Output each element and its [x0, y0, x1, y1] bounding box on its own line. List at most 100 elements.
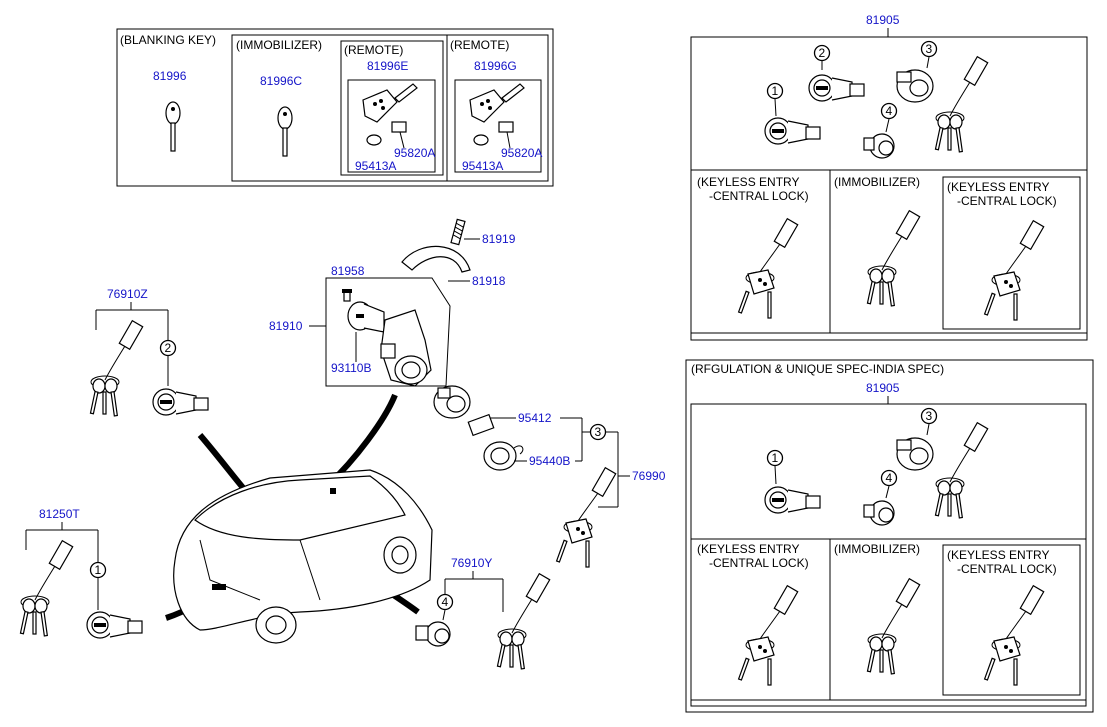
- keyless-2-line2: -CENTRAL LOCK): [957, 194, 1057, 208]
- leader: [885, 118, 890, 133]
- key-bundle-icon: [496, 573, 551, 670]
- panel-border: [685, 359, 1094, 713]
- part-81919[interactable]: 81919: [482, 232, 516, 246]
- key-bundle-icon: [934, 422, 989, 519]
- battery-icon: [366, 134, 382, 146]
- sub-panel: [690, 169, 1088, 334]
- cylinder-4-icon: [863, 500, 895, 526]
- remote-1-box: [340, 40, 444, 176]
- part-81905-bottom[interactable]: 81905: [866, 381, 900, 395]
- immobilizer-key-bundle-icon: [866, 210, 921, 307]
- svg-text:4: 4: [886, 471, 893, 485]
- part-81958[interactable]: 81958: [331, 264, 365, 278]
- right-bottom-panel: (RFGULATION & UNIQUE SPEC-INDIA SPEC) 81…: [685, 359, 1094, 713]
- immobilizer-header: (IMMOBILIZER): [236, 38, 322, 52]
- svg-text:3: 3: [926, 42, 933, 56]
- assembly-box: [325, 277, 451, 387]
- keyless-1-key-icon: [737, 218, 799, 319]
- screw-icon: [450, 218, 466, 246]
- keyless-2-key-icon: [983, 585, 1045, 686]
- part-95413A-1[interactable]: 95413A: [355, 159, 396, 173]
- callout-3: 3: [920, 407, 938, 425]
- keyless-2-key-icon: [983, 220, 1045, 321]
- small-screw-icon: [342, 289, 352, 302]
- ignition-housing-icon: [380, 309, 432, 387]
- svg-text:4: 4: [442, 595, 449, 609]
- part-76990[interactable]: 76990: [632, 469, 666, 483]
- keyless-1-line2: -CENTRAL LOCK): [709, 189, 809, 203]
- cylinder-2-icon: [808, 74, 865, 102]
- part-81996G[interactable]: 81996G: [474, 59, 517, 73]
- leader: [926, 423, 930, 436]
- svg-text:3: 3: [595, 425, 602, 439]
- part-76910Y[interactable]: 76910Y: [451, 556, 492, 570]
- part-95412[interactable]: 95412: [518, 411, 552, 425]
- part-95413A-2[interactable]: 95413A: [462, 159, 503, 173]
- car-illustration: [173, 469, 433, 644]
- part-95820A-1[interactable]: 95820A: [394, 146, 435, 160]
- callout-2: 2: [813, 44, 831, 62]
- remote-2-header: (REMOTE): [450, 38, 509, 52]
- keyless-1-line2: -CENTRAL LOCK): [709, 556, 809, 570]
- callout-1: 1: [89, 561, 107, 579]
- part-81996E[interactable]: 81996E: [367, 59, 408, 73]
- connector-icon: [467, 413, 495, 437]
- remote-1-inner-box: [347, 79, 436, 173]
- right-top-panel: 81905 1 2 3 4 (KEYLESS ENTRY -CENTRAL LO…: [690, 13, 1088, 341]
- keyless-2-box: [942, 176, 1081, 330]
- leader: [885, 485, 890, 499]
- svg-text:1: 1: [95, 563, 102, 577]
- keyless-1-key-icon: [737, 585, 799, 686]
- immobilizer-key-icon: [277, 106, 293, 157]
- cover-icon: [498, 121, 514, 133]
- sub-panel: [690, 538, 1087, 701]
- top-left-panel: (BLANKING KEY) 81996 (IMMOBILIZER) 81996…: [116, 28, 554, 187]
- remote-1-fob-icon: [362, 83, 418, 123]
- part-95440B[interactable]: 95440B: [529, 454, 570, 468]
- part-93110B[interactable]: 93110B: [331, 361, 371, 375]
- callout-4: 4: [880, 469, 898, 487]
- cylinder-4-icon: [415, 621, 451, 647]
- main-assembly: 81919 81918 81958 81910 93110B: [19, 218, 666, 670]
- switch-icon: [433, 385, 471, 419]
- cylinder-2-icon: [152, 388, 209, 416]
- part-81250T[interactable]: 81250T: [39, 507, 80, 521]
- leader: [774, 98, 777, 117]
- svg-text:2: 2: [165, 341, 172, 355]
- keyless-2-line1: (KEYLESS ENTRY: [947, 180, 1049, 194]
- ignition-icon: [896, 437, 934, 471]
- leader: [506, 131, 511, 149]
- part-81996C[interactable]: 81996C: [260, 74, 302, 88]
- cylinder-1-icon: [764, 486, 821, 514]
- callout-1: 1: [766, 82, 784, 100]
- cylinder-4-icon: [863, 133, 895, 159]
- callout-3: 3: [589, 423, 607, 441]
- part-81905-top[interactable]: 81905: [866, 13, 900, 27]
- part-95820A-2[interactable]: 95820A: [501, 146, 542, 160]
- svg-text:2: 2: [819, 46, 826, 60]
- remote-2-inner-box: [454, 79, 542, 173]
- battery-icon: [473, 134, 489, 146]
- fob-key-icon: [555, 467, 617, 568]
- cover-icon: [391, 121, 407, 133]
- remote-1-header: (REMOTE): [344, 43, 403, 57]
- part-81996[interactable]: 81996: [153, 69, 187, 83]
- immobilizer-label: (IMMOBILIZER): [834, 542, 920, 556]
- key-bundle-icon: [89, 320, 144, 417]
- callout-1: 1: [766, 449, 784, 467]
- ignition-icon: [896, 69, 934, 103]
- immobilizer-key-bundle-icon: [866, 578, 921, 675]
- leader: [774, 465, 777, 485]
- part-81910[interactable]: 81910: [269, 319, 303, 333]
- part-76910Z[interactable]: 76910Z: [107, 287, 148, 301]
- remote-2-fob-icon: [469, 83, 525, 123]
- panel-border: [116, 28, 554, 187]
- callout-3: 3: [920, 40, 938, 58]
- remote-2-divider: [446, 34, 549, 182]
- part-81918[interactable]: 81918: [472, 274, 506, 288]
- cylinder-1-icon: [86, 611, 143, 639]
- blanking-key-header: (BLANKING KEY): [120, 33, 216, 47]
- keyless-1-line1: (KEYLESS ENTRY: [697, 175, 799, 189]
